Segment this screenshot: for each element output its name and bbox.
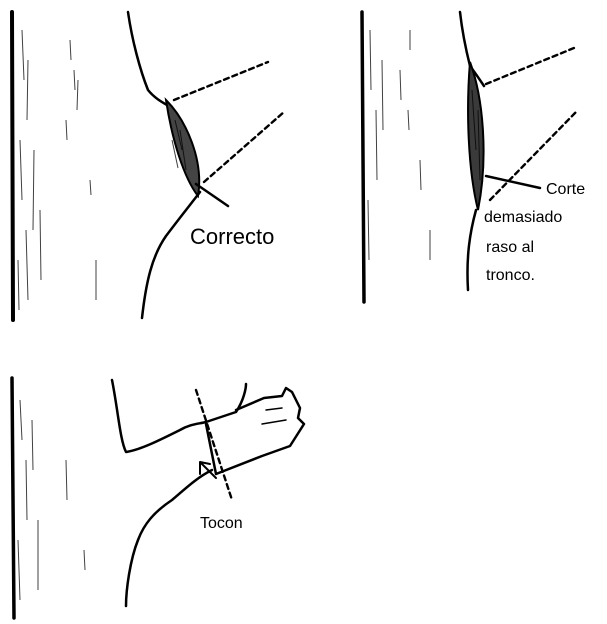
label-line-tronco: tronco. bbox=[486, 267, 535, 284]
flush-cut-scar bbox=[468, 62, 483, 210]
stub-outline bbox=[206, 388, 304, 474]
label-correcto: Correcto bbox=[190, 224, 274, 249]
label-tocon: Tocon bbox=[200, 515, 243, 532]
branch-collar-top-3 bbox=[206, 384, 246, 422]
trunk-left-edge-2 bbox=[362, 12, 430, 302]
panel-correct: Correcto bbox=[12, 12, 284, 320]
trunk-collar-upper bbox=[128, 12, 172, 108]
label-line-raso: raso al bbox=[486, 239, 534, 256]
panel-too-close: Corte demasiado raso al tronco. bbox=[362, 12, 585, 302]
branch-outline-upper-2 bbox=[486, 48, 574, 84]
trunk-lower-2 bbox=[467, 210, 476, 290]
trunk-collar-lower bbox=[142, 192, 200, 318]
panel-stub: Tocon bbox=[12, 378, 304, 618]
branch-lower-edge-3 bbox=[126, 470, 212, 606]
branch-outline-upper bbox=[174, 62, 268, 100]
correct-cut-guide bbox=[196, 390, 232, 500]
branch-upper-edge-3 bbox=[112, 380, 206, 452]
stub-rings bbox=[262, 408, 286, 424]
branch-outline-lower bbox=[204, 112, 284, 182]
cut-line bbox=[196, 184, 228, 206]
trunk-left-edge-3 bbox=[12, 378, 85, 618]
label-line-corte: Corte bbox=[546, 181, 585, 198]
label-line-demasiado: demasiado bbox=[484, 209, 562, 226]
trunk-left-edge bbox=[12, 12, 96, 320]
